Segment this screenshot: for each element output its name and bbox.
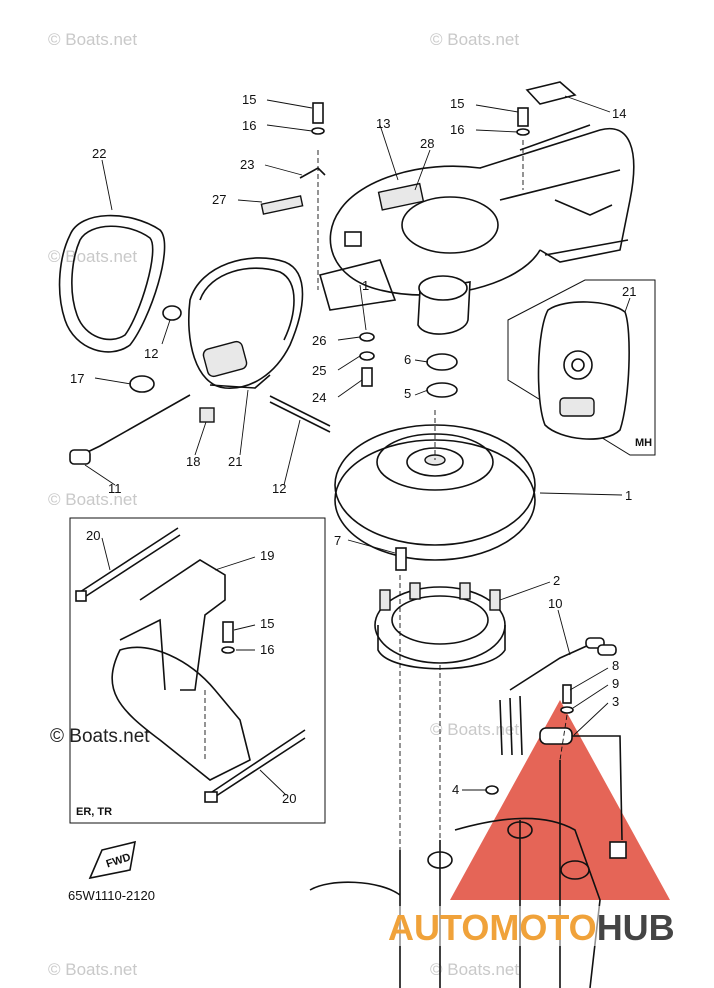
callout-18: 18 — [186, 454, 200, 469]
callout-20: 20 — [282, 791, 296, 806]
front-cover — [187, 257, 304, 389]
leader-lines — [84, 95, 631, 850]
callout-1: 1 — [362, 278, 369, 293]
callouts: 15 16 23 27 13 28 22 15 16 14 21 12 17 1… — [70, 92, 636, 806]
callout-9: 9 — [612, 676, 619, 691]
inset-mh: MH — [507, 279, 656, 456]
watermark: © Boats.net — [430, 720, 519, 739]
callout-19: 19 — [260, 548, 274, 563]
callout-8: 8 — [612, 658, 619, 673]
watermark: © Boats.net — [48, 30, 137, 49]
callout-1: 1 — [625, 488, 632, 503]
callout-28: 28 — [420, 136, 434, 151]
callout-11: 11 — [108, 481, 122, 496]
callout-14: 14 — [612, 106, 626, 121]
callout-15: 15 — [242, 92, 256, 107]
callout-21: 21 — [622, 284, 636, 299]
callout-16: 16 — [260, 642, 274, 657]
stator — [374, 582, 506, 670]
callout-15: 15 — [450, 96, 464, 111]
callout-26: 26 — [312, 333, 326, 348]
callout-17: 17 — [70, 371, 84, 386]
logo-auto: AUTO — [388, 907, 489, 948]
watermark: © Boats.net — [48, 490, 137, 509]
callout-3: 3 — [612, 694, 619, 709]
callout-23: 23 — [240, 157, 254, 172]
watermark: © Boats.net — [48, 247, 137, 266]
watermark: © Boats.net — [430, 960, 519, 979]
callout-24: 24 — [312, 390, 326, 405]
callout-4: 4 — [452, 782, 459, 797]
hardware — [69, 81, 577, 880]
watermark: © Boats.net — [430, 30, 519, 49]
callout-12: 12 — [272, 481, 286, 496]
callout-22: 22 — [92, 146, 106, 161]
callout-27: 27 — [212, 192, 226, 207]
callout-12: 12 — [144, 346, 158, 361]
callout-6: 6 — [404, 352, 411, 367]
inset-mh-label: MH — [635, 437, 652, 449]
logo-moto: MOTO — [489, 907, 596, 948]
watermark-main: © Boats.net — [50, 726, 150, 747]
inset-ertr-label: ER, TR — [76, 806, 112, 818]
callout-20: 20 — [86, 528, 100, 543]
flywheel-cover — [319, 124, 635, 335]
callout-2: 2 — [553, 573, 560, 588]
diagram-code: 65W1110-2120 — [68, 888, 155, 903]
svg-text:AUTOMOTOHUB: AUTOMOTOHUB — [388, 907, 675, 948]
callout-15: 15 — [260, 616, 274, 631]
automotohub-logo: AUTOMOTOHUB — [385, 906, 710, 948]
callout-5: 5 — [404, 386, 411, 401]
callout-16: 16 — [242, 118, 256, 133]
callout-21: 21 — [228, 454, 242, 469]
inset-ertr: ER, TR — [69, 517, 326, 824]
callout-16: 16 — [450, 122, 464, 137]
watermark: © Boats.net — [48, 960, 137, 979]
callout-10: 10 — [548, 596, 562, 611]
callout-13: 13 — [376, 116, 390, 131]
callout-7: 7 — [334, 533, 341, 548]
seal-ring — [58, 214, 166, 353]
flywheel — [334, 410, 536, 561]
callout-25: 25 — [312, 363, 326, 378]
pulser-coil — [499, 637, 627, 859]
logo-hub: HUB — [597, 907, 675, 948]
